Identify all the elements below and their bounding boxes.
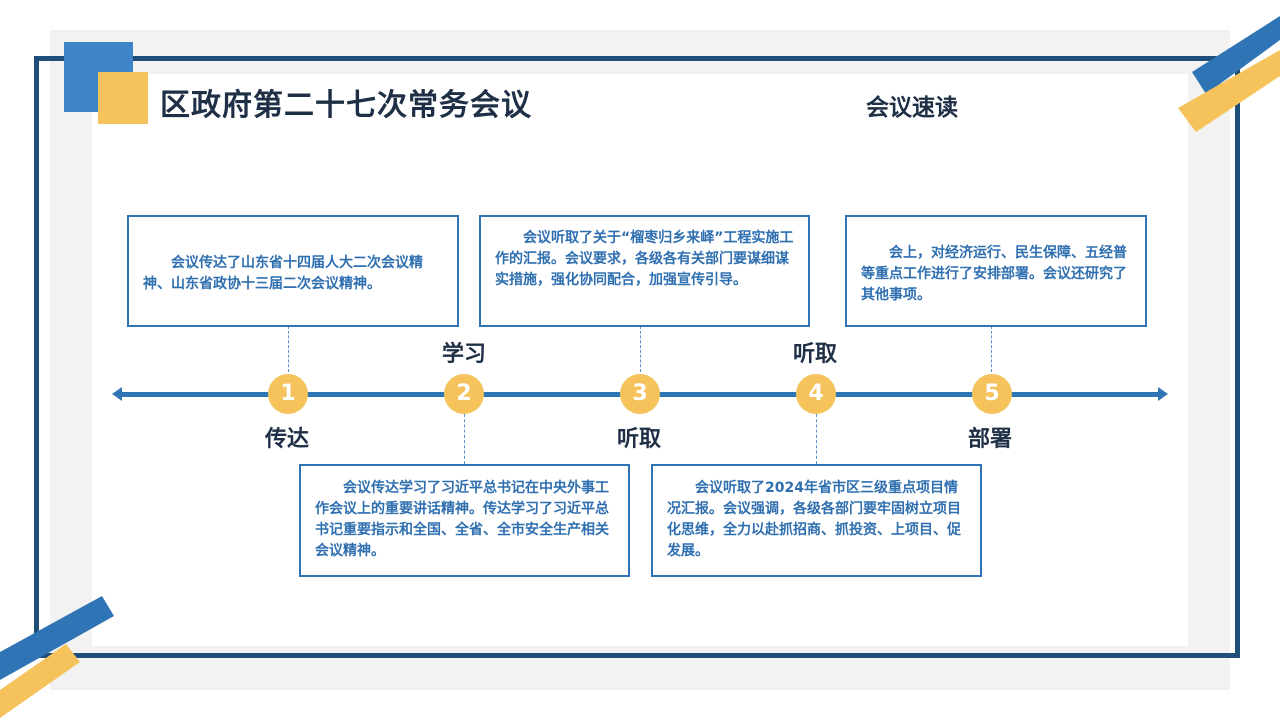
title-decor-yellow-square [98,72,148,124]
page-title: 区政府第二十七次常务会议 [160,88,532,123]
connector-line-4 [816,414,817,464]
stage-text-box-3: 会议听取了关于“榴枣归乡来峄”工程实施工作的汇报。会议要求，各级各有关部门要谋细… [479,215,810,327]
stage-label-1: 传达 [265,427,310,452]
slide-frame [34,56,1240,658]
stage-text-box-5: 会上，对经济运行、民生保障、五经普等重点工作进行了安排部署。会议还研究了其他事项… [845,215,1147,327]
connector-line-3 [640,326,641,372]
timeline-node-4: 4 [796,374,836,414]
timeline-node-2: 2 [444,374,484,414]
stage-label-4: 听取 [793,342,838,367]
timeline-node-3: 3 [620,374,660,414]
connector-line-2 [464,414,465,464]
top-right-decor-stripes [1178,16,1280,132]
connector-line-1 [288,326,289,372]
axis-arrow-right-icon [1158,387,1168,401]
timeline-node-5: 5 [972,374,1012,414]
stage-label-3: 听取 [617,427,662,452]
stage-text-box-4: 会议听取了2024年省市区三级重点项目情况汇报。会议强调，各级各部门要牢固树立项… [651,464,982,577]
timeline-node-1: 1 [268,374,308,414]
stage-text-box-1: 会议传达了山东省十四届人大二次会议精神、山东省政协十三届二次会议精神。 [127,215,459,327]
stage-text-box-2: 会议传达学习了习近平总书记在中央外事工作会议上的重要讲话精神。传达学习了习近平总… [299,464,630,577]
axis-arrow-left-icon [112,387,122,401]
page-subtitle: 会议速读 [866,95,958,121]
bottom-left-decor-stripes [0,596,114,718]
stage-label-2: 学习 [442,342,487,367]
connector-line-5 [991,326,992,372]
stage-label-5: 部署 [968,427,1013,452]
